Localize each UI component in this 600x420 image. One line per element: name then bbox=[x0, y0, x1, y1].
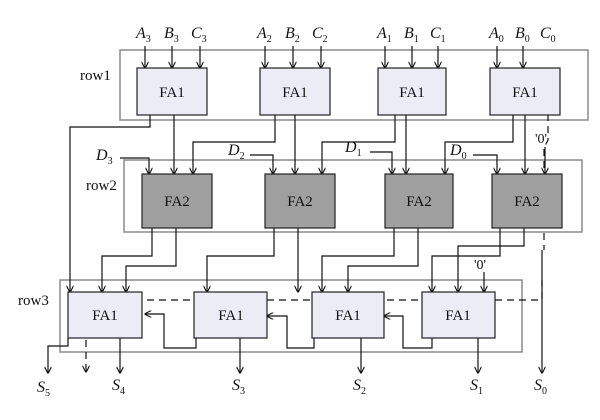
block-label: FA1 bbox=[399, 85, 425, 101]
row1-group-box bbox=[119, 49, 589, 121]
row2-label: row2 bbox=[86, 178, 117, 194]
block-label: FA1 bbox=[92, 308, 118, 324]
fa2-block bbox=[141, 173, 213, 229]
block-label: FA1 bbox=[218, 308, 244, 324]
fa2-block bbox=[264, 173, 336, 229]
row1-cell-2: FA1 A2 B2 C2 bbox=[256, 25, 331, 116]
block-label: FA2 bbox=[406, 194, 432, 210]
zero-constant-row3: '0' bbox=[474, 258, 486, 273]
output-label-s3: S3 bbox=[232, 377, 245, 397]
input-label-c1: C1 bbox=[430, 25, 446, 45]
row3-cell-1: FA1 bbox=[311, 291, 385, 339]
block-label: FA2 bbox=[164, 194, 190, 210]
fa1-block bbox=[311, 291, 385, 339]
output-label-s0: S0 bbox=[534, 377, 547, 397]
block-label: FA1 bbox=[159, 85, 185, 101]
output-label-s1: S1 bbox=[470, 377, 483, 397]
fa1-block bbox=[136, 67, 208, 116]
row3-label: row3 bbox=[18, 293, 49, 309]
input-label-a1: A1 bbox=[376, 25, 392, 45]
fa1-block bbox=[377, 67, 447, 116]
fa1-block bbox=[259, 67, 331, 116]
fa1-block bbox=[67, 291, 143, 339]
block-label: FA1 bbox=[282, 85, 308, 101]
input-label-b2: B2 bbox=[285, 25, 300, 45]
output-label-s2: S2 bbox=[353, 377, 366, 397]
input-label-b3: B3 bbox=[164, 25, 179, 45]
input-label-c0: C0 bbox=[540, 25, 556, 45]
output-label-s5: S5 bbox=[37, 379, 50, 399]
d-input-label-d3: D3 bbox=[95, 147, 113, 167]
input-label-c2: C2 bbox=[312, 25, 328, 45]
row2-cell-0: FA2 D0 bbox=[449, 142, 563, 229]
row1-cell-0: FA1 A0 B0 C0 bbox=[488, 25, 561, 116]
zero-constant-row2: '0' bbox=[535, 132, 547, 147]
fa1-block bbox=[193, 291, 268, 339]
input-label-b1: B1 bbox=[404, 25, 419, 45]
row3-group-box bbox=[59, 279, 523, 353]
row3-cell-3: FA1 bbox=[67, 291, 143, 339]
fa1-block bbox=[421, 291, 496, 339]
input-label-a0: A0 bbox=[488, 25, 504, 45]
block-label: FA1 bbox=[445, 308, 471, 324]
output-label-s4: S4 bbox=[112, 377, 125, 397]
row2-cell-3: FA2 D3 bbox=[95, 147, 213, 229]
row3-cell-2: FA1 bbox=[193, 291, 268, 339]
row2-cell-1: FA2 D1 bbox=[344, 139, 454, 229]
row1-cell-3: FA1 A3 B3 C3 bbox=[135, 25, 208, 116]
row2-cell-2: FA2 D2 bbox=[227, 142, 336, 229]
input-label-a3: A3 bbox=[135, 25, 151, 45]
fa1-block bbox=[489, 67, 561, 116]
row1-label: row1 bbox=[80, 68, 111, 84]
row2-group-box bbox=[123, 159, 583, 233]
input-label-b0: B0 bbox=[515, 25, 530, 45]
row3-cell-0: FA1 bbox=[421, 291, 496, 339]
input-label-a2: A2 bbox=[256, 25, 272, 45]
block-label: FA1 bbox=[335, 308, 361, 324]
d-input-label-d1: D1 bbox=[344, 139, 362, 159]
block-label: FA1 bbox=[512, 85, 538, 101]
input-label-c3: C3 bbox=[191, 25, 207, 45]
d-input-label-d2: D2 bbox=[227, 142, 245, 162]
fa2-block bbox=[491, 173, 563, 229]
block-label: FA2 bbox=[514, 194, 540, 210]
row1-cell-1: FA1 A1 B1 C1 bbox=[376, 25, 447, 116]
fa2-block bbox=[384, 173, 454, 229]
d-input-label-d0: D0 bbox=[449, 142, 467, 162]
block-label: FA2 bbox=[287, 194, 313, 210]
